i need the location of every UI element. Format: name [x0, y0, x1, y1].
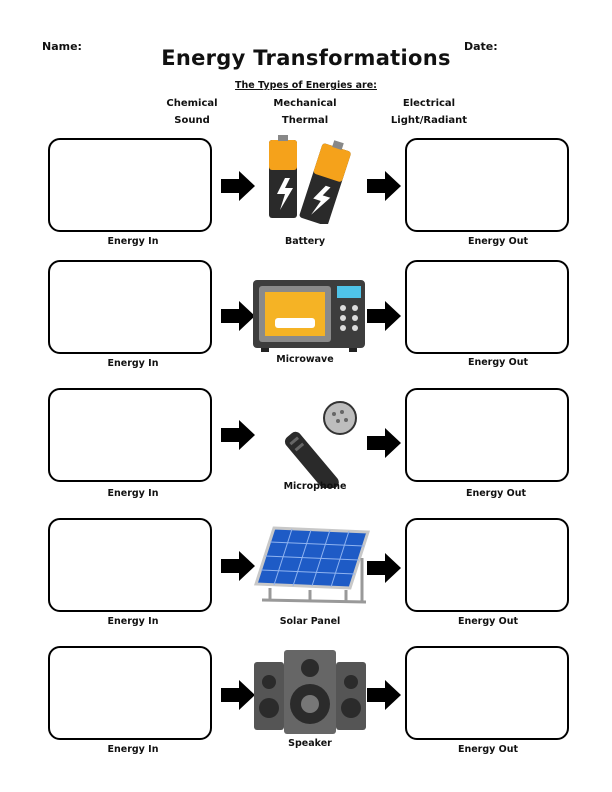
page-title: Energy Transformations	[161, 46, 451, 70]
energy-type-chemical: Chemical	[166, 98, 218, 109]
energy-out-box[interactable]	[405, 260, 569, 354]
microwave-icon	[253, 280, 365, 352]
energy-in-box[interactable]	[48, 138, 212, 232]
energy-in-box[interactable]	[48, 388, 212, 482]
energy-in-box[interactable]	[48, 646, 212, 740]
device-label: Battery	[284, 236, 326, 247]
date-label: Date:	[464, 40, 498, 53]
energy-in-box[interactable]	[48, 518, 212, 612]
arrow-right-icon	[367, 428, 401, 458]
energy-in-label: Energy In	[107, 358, 159, 369]
device-label: Speaker	[288, 738, 332, 749]
device-label: Microwave	[276, 354, 334, 365]
energy-in-label: Energy In	[107, 744, 159, 755]
energy-out-label: Energy Out	[465, 488, 527, 499]
energy-type-electrical: Electrical	[402, 98, 456, 109]
arrow-right-icon	[367, 301, 401, 331]
energy-out-label: Energy Out	[467, 236, 529, 247]
energy-in-label: Energy In	[107, 236, 159, 247]
arrow-right-icon	[221, 680, 255, 710]
energy-type-thermal: Thermal	[281, 115, 329, 126]
arrow-right-icon	[367, 553, 401, 583]
arrow-right-icon	[221, 171, 255, 201]
arrow-right-icon	[221, 551, 255, 581]
energy-out-box[interactable]	[405, 138, 569, 232]
energy-type-sound: Sound	[174, 115, 210, 126]
energy-type-mechanical: Mechanical	[273, 98, 337, 109]
microphone-icon	[284, 401, 357, 488]
energy-in-label: Energy In	[107, 616, 159, 627]
battery-icon	[269, 135, 351, 224]
energy-out-box[interactable]	[405, 646, 569, 740]
types-heading: The Types of Energies are:	[235, 80, 377, 91]
energy-out-box[interactable]	[405, 388, 569, 482]
energy-in-label: Energy In	[107, 488, 159, 499]
energy-in-box[interactable]	[48, 260, 212, 354]
device-label: Microphone	[283, 481, 347, 492]
speaker-icon	[254, 650, 366, 734]
arrow-right-icon	[221, 420, 255, 450]
arrow-right-icon	[367, 171, 401, 201]
name-label: Name:	[42, 40, 82, 53]
energy-out-label: Energy Out	[467, 357, 529, 368]
solar-panel-icon	[253, 526, 370, 604]
energy-type-light-radiant: Light/Radiant	[390, 115, 468, 126]
energy-out-box[interactable]	[405, 518, 569, 612]
arrow-right-icon	[367, 680, 401, 710]
arrow-right-icon	[221, 301, 255, 331]
energy-out-label: Energy Out	[457, 616, 519, 627]
device-label: Solar Panel	[279, 616, 341, 627]
energy-out-label: Energy Out	[457, 744, 519, 755]
